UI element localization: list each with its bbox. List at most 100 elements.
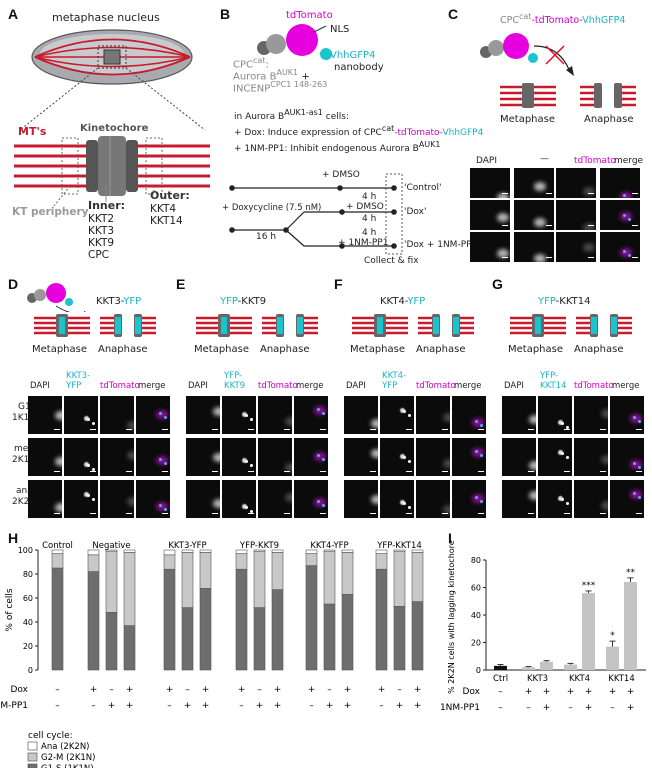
scale-bar xyxy=(54,429,60,430)
b-cpc-label: CPCcat: xyxy=(233,56,269,71)
scale-bar xyxy=(442,429,448,430)
stacked-bar-segment xyxy=(305,553,318,566)
b-doxy: + Doxycycline (7.5 nM) xyxy=(222,203,322,213)
kinetochore-dot xyxy=(480,424,483,427)
scale-bar xyxy=(502,225,508,226)
y-tick-label: 0 xyxy=(28,666,33,675)
scale-bar xyxy=(406,471,412,472)
col-tdtomato-label: tdTomato xyxy=(258,381,298,391)
inner-item: KKT3 xyxy=(88,225,115,238)
cell-signal xyxy=(400,500,405,505)
legend-title: cell cycle: xyxy=(28,731,73,741)
micrograph-tile xyxy=(514,168,554,198)
y-tick-label: 40 xyxy=(471,611,481,620)
b-pp1-b: AUK1 xyxy=(418,140,441,149)
dox-marker: – xyxy=(55,685,60,695)
col-tdtomato-label: tdTomato xyxy=(100,381,140,391)
stacked-bar-segment xyxy=(163,554,176,570)
dox-marker: + xyxy=(274,685,282,695)
group-label: YFP-KKT9 xyxy=(239,541,279,551)
b-dmso2: + DMSO xyxy=(346,202,384,212)
micrograph-tile xyxy=(470,232,510,262)
col-channel-label: YFP xyxy=(66,381,82,391)
micrograph-tile xyxy=(502,396,536,434)
scale-bar xyxy=(248,429,254,430)
metaphase-kt-icon xyxy=(510,314,566,337)
kinetochore-dot xyxy=(566,426,569,429)
stacked-bar-segment xyxy=(123,552,136,626)
scale-bar xyxy=(162,513,168,514)
panel-label-f: F xyxy=(334,276,343,292)
scale-bar xyxy=(600,513,606,514)
kinetochore-dot xyxy=(561,452,564,455)
g-title-a: YFP xyxy=(538,296,556,307)
kinetochore-dot xyxy=(638,420,641,423)
micrograph-tile xyxy=(136,396,170,434)
stacked-bar-segment xyxy=(105,550,118,613)
scale-bar xyxy=(54,513,60,514)
cell-signal xyxy=(285,493,292,502)
stacked-bar-segment xyxy=(235,553,248,570)
scale-bar xyxy=(370,513,376,514)
kinetochore-dot xyxy=(623,194,626,197)
micrograph-tile xyxy=(28,396,62,434)
col-merge-label: merge xyxy=(454,381,482,391)
col-dapi-label: DAPI xyxy=(504,381,524,391)
dox-marker: – xyxy=(257,685,262,695)
scale-bar xyxy=(90,429,96,430)
stacked-bar-segment xyxy=(393,606,406,671)
pp1-marker: – xyxy=(55,701,60,711)
col-channel-label: YFP- xyxy=(224,371,243,381)
anaphase-kt-icon xyxy=(576,314,632,337)
cell-signal xyxy=(630,414,642,423)
micrograph-tile xyxy=(600,200,640,230)
micrograph-tile xyxy=(294,438,328,476)
panel-label-g: G xyxy=(492,276,503,292)
scale-bar xyxy=(126,471,132,472)
stacked-bar-segment xyxy=(87,571,100,671)
stacked-bar-segment xyxy=(181,552,194,608)
cell-signal xyxy=(314,452,326,461)
col-dapi-label: DAPI xyxy=(188,381,208,391)
kinetochore-dot xyxy=(403,502,406,505)
micrograph-tile xyxy=(344,396,378,434)
kinetochore-dot xyxy=(561,422,564,425)
b-dox-d: VhhGFP4 xyxy=(442,128,484,138)
col-channel-label: KKT14 xyxy=(540,381,567,391)
stacked-bar-segment xyxy=(305,565,318,671)
c-col-tdtomato: tdTomato xyxy=(574,156,617,166)
micrograph-tile xyxy=(574,396,608,434)
cell-signal xyxy=(213,453,220,462)
y-tick-label: 0 xyxy=(476,666,481,675)
cell-signal xyxy=(242,412,247,417)
b-tdtomato-label: tdTomato xyxy=(286,10,333,21)
dox-marker: + xyxy=(543,687,551,697)
b-nmpp1: + 1NM-PP1 xyxy=(338,238,389,248)
cell-signal xyxy=(213,407,220,416)
significance-label: ** xyxy=(626,568,636,578)
micrograph-tile xyxy=(222,480,256,518)
stacked-bar-segment xyxy=(375,549,388,554)
cell-signal xyxy=(534,254,546,262)
scale-bar xyxy=(54,471,60,472)
stacked-bar-segment xyxy=(105,549,118,552)
cell-signal xyxy=(127,497,134,506)
kinetochore-dot xyxy=(566,456,569,459)
scale-bar xyxy=(284,471,290,472)
dox-marker: – xyxy=(185,685,190,695)
scale-bar xyxy=(502,257,508,258)
scale-bar xyxy=(406,429,412,430)
cell-signal xyxy=(497,213,509,222)
kinetochore-dot xyxy=(92,422,95,425)
stacked-bar-segment xyxy=(253,607,266,671)
dox-marker: + xyxy=(344,685,352,695)
cell-signal xyxy=(529,491,536,500)
anaphase-kt-icon xyxy=(100,314,156,337)
scale-bar xyxy=(632,257,638,258)
d-title: KKT3-YFP xyxy=(96,296,141,308)
legend-label: Ana (2K2N) xyxy=(41,742,90,752)
micrograph-tile xyxy=(136,480,170,518)
c-construct-a: CPC xyxy=(500,15,519,27)
kinetochore-dot xyxy=(159,504,162,507)
stacked-bar-segment xyxy=(341,549,354,553)
